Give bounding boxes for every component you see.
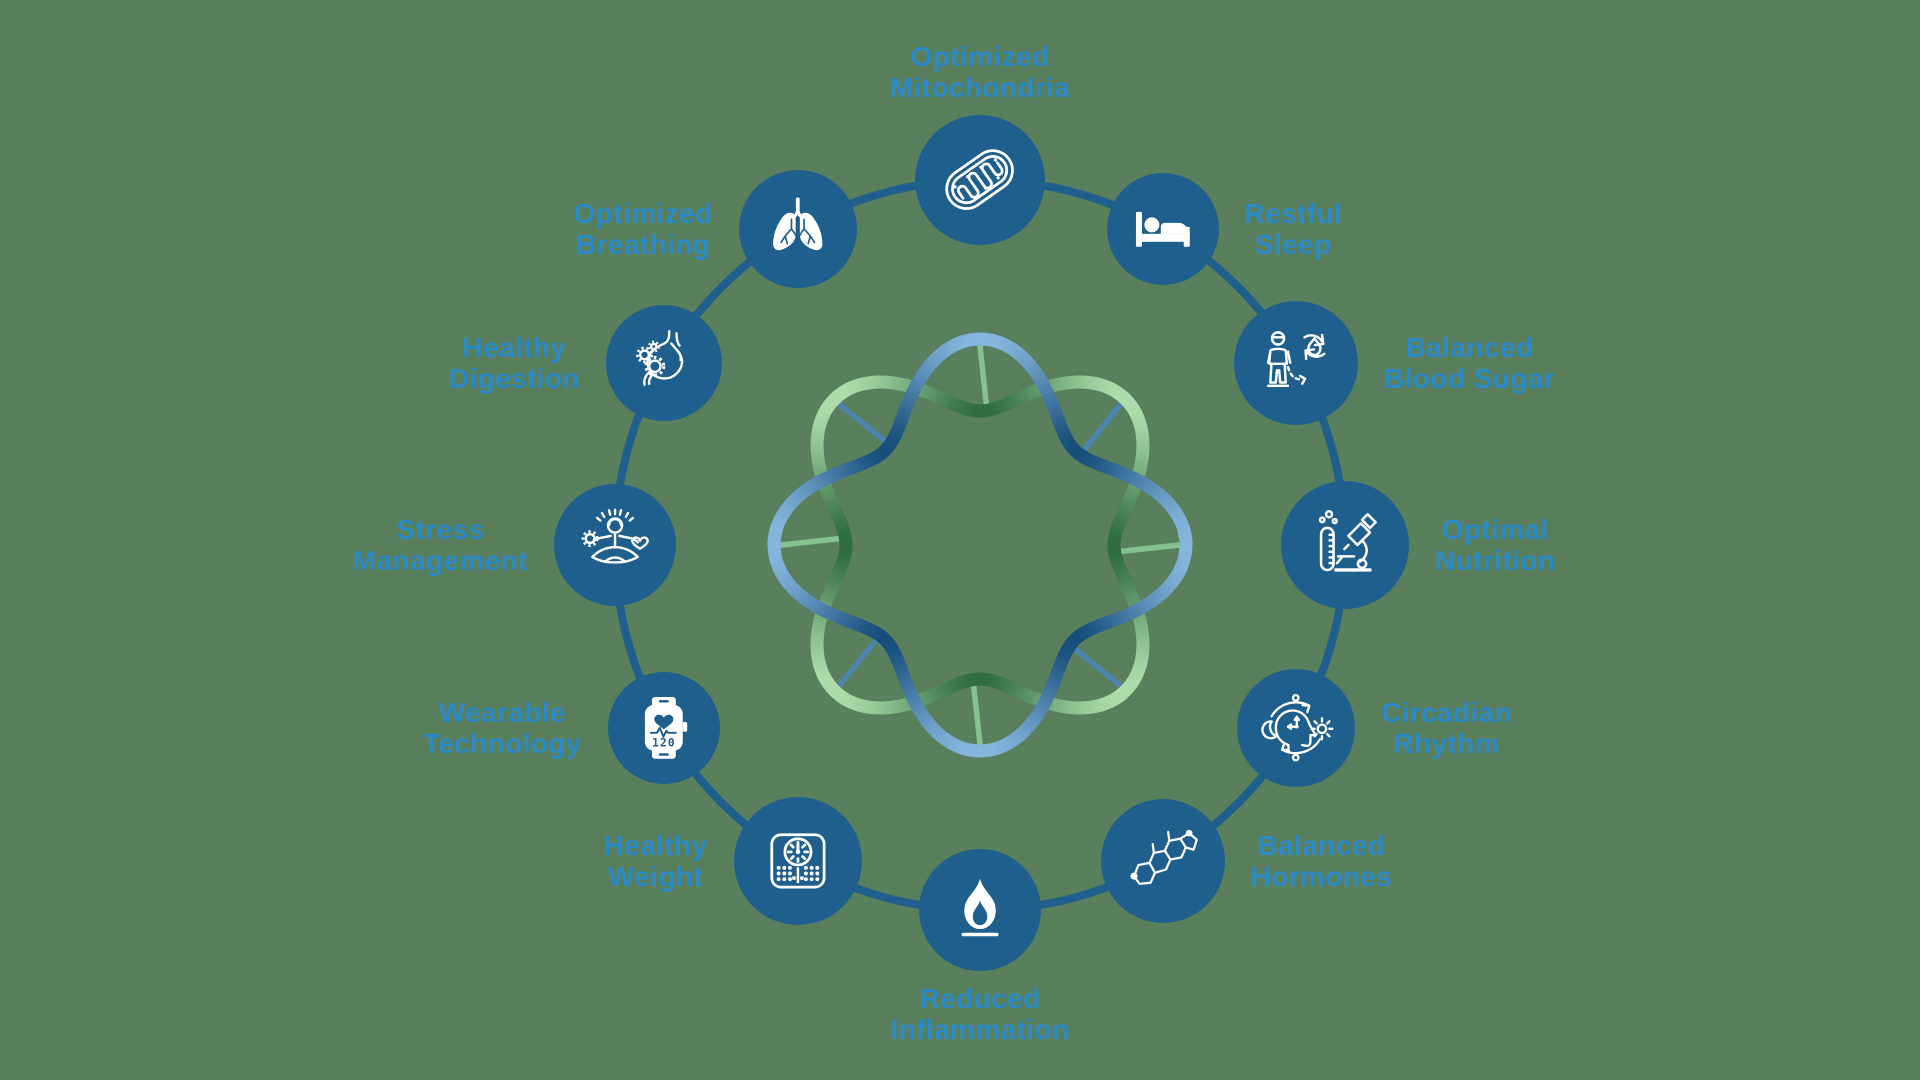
label-line-1: Optimized [910, 41, 1050, 72]
label-line-2: Mitochondria [889, 72, 1071, 103]
label-line-1: Restful [1244, 197, 1343, 229]
smartwatch-icon: 120 [608, 672, 720, 784]
circadian-clock-icon [1237, 669, 1355, 787]
hormone-molecule-icon [1101, 799, 1225, 923]
label-line-2: Management [352, 545, 528, 576]
lab-analysis-icon [1281, 481, 1409, 609]
node-circadian-rhythm [1237, 668, 1356, 787]
label-line-1: Healthy [462, 331, 567, 363]
label-line-1: Optimal [1441, 514, 1549, 545]
label-line-2: Weight [607, 861, 704, 893]
node-balanced-blood-sugar [1234, 300, 1359, 425]
dna-helix-wreath [767, 332, 1193, 758]
label-line-2: Hormones [1250, 861, 1393, 893]
node-balanced-hormones [1100, 799, 1225, 924]
label-line-1: Wearable [438, 696, 566, 728]
node-wearable-technology: 120 [607, 671, 720, 784]
node-reduced-inflammation [919, 849, 1041, 971]
metabolism-icon [1234, 301, 1358, 425]
label-line-2: Sleep [1255, 228, 1332, 260]
label-line-2: Digestion [448, 362, 580, 394]
sleep-bed-icon [1107, 173, 1219, 285]
label-line-1: Optimized [573, 197, 713, 229]
flame-icon [919, 849, 1041, 971]
lungs-icon [739, 170, 857, 288]
node-healthy-digestion [605, 304, 722, 421]
label-line-1: Stress [396, 514, 485, 545]
node-restful-sleep [1106, 172, 1219, 285]
node-stress-management [554, 484, 676, 606]
node-healthy-weight [733, 797, 862, 926]
label-line-1: Reduced [919, 983, 1041, 1014]
label-line-1: Healthy [603, 830, 708, 862]
label-line-1: Circadian [1381, 696, 1513, 728]
node-optimal-nutrition [1281, 481, 1409, 609]
label-line-2: Inflammation [890, 1014, 1070, 1045]
stomach-gears-icon [606, 305, 722, 421]
label-line-1: Balanced [1257, 830, 1386, 862]
mitochondria-icon [915, 115, 1045, 245]
watch-display-value: 120 [652, 735, 676, 749]
weight-scale-icon [734, 797, 862, 925]
label-line-2: Nutrition [1435, 545, 1556, 576]
label-line-2: Breathing [575, 228, 711, 260]
label-line-2: Blood Sugar [1384, 362, 1555, 394]
label-line-1: Balanced [1405, 331, 1534, 363]
label-line-2: Technology [422, 727, 582, 759]
node-optimized-breathing [738, 169, 857, 288]
node-optimized-mitochondria [915, 115, 1045, 245]
meditation-icon [554, 484, 676, 606]
label-line-2: Rhythm [1393, 727, 1500, 759]
